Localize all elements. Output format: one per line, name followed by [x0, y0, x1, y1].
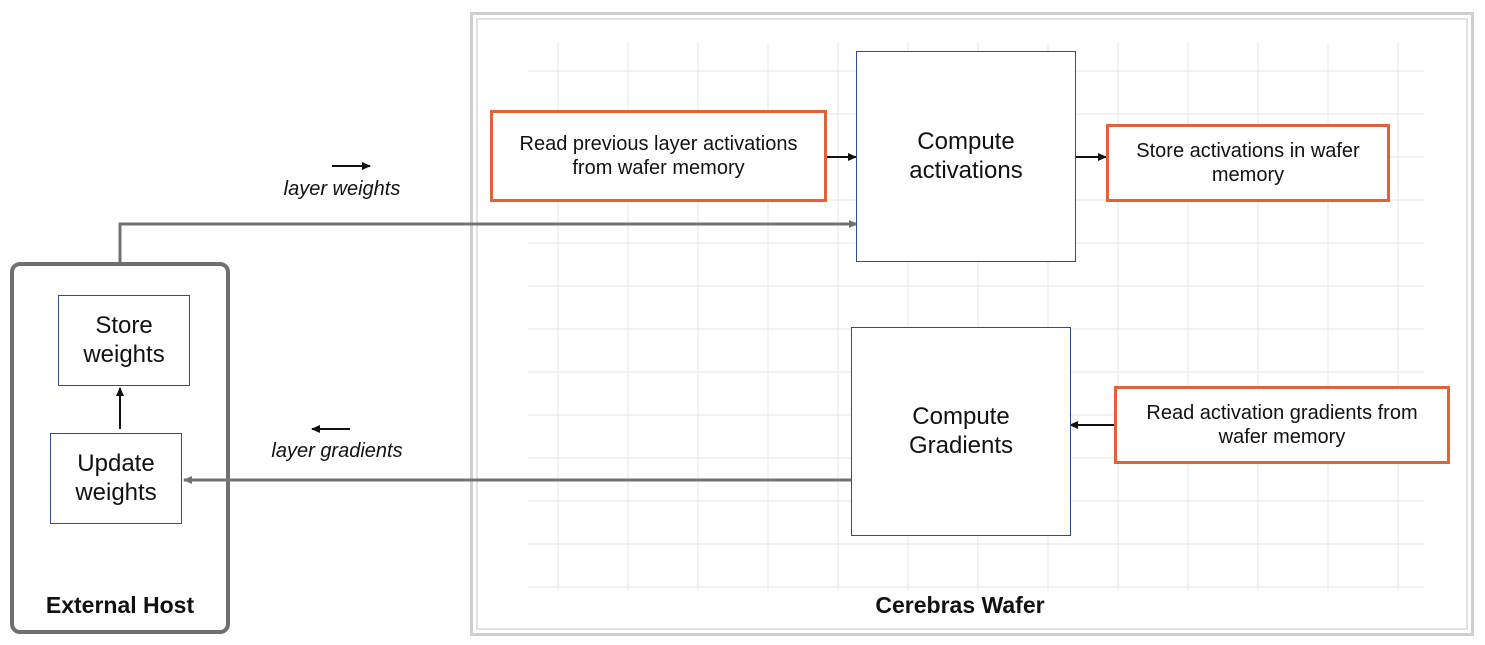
layer-weights-label: layer weights [283, 178, 401, 200]
compute-gradients-box: Compute Gradients [851, 327, 1071, 536]
external-host-title: External Host [45, 592, 195, 618]
cerebras-wafer-inner-border [476, 18, 1468, 630]
store-weights-box: Store weights [58, 295, 190, 386]
update-weights-box: Update weights [50, 433, 182, 524]
store-activations-box: Store activations in wafer memory [1106, 124, 1390, 202]
read-activation-gradients-box: Read activation gradients from wafer mem… [1114, 386, 1450, 464]
layer-gradients-label: layer gradients [271, 440, 403, 462]
weights-connector [118, 220, 858, 262]
compute-activations-box: Compute activations [856, 51, 1076, 262]
read-previous-activations-box: Read previous layer activations from waf… [490, 110, 827, 202]
cerebras-wafer-title: Cerebras Wafer [875, 592, 1045, 618]
